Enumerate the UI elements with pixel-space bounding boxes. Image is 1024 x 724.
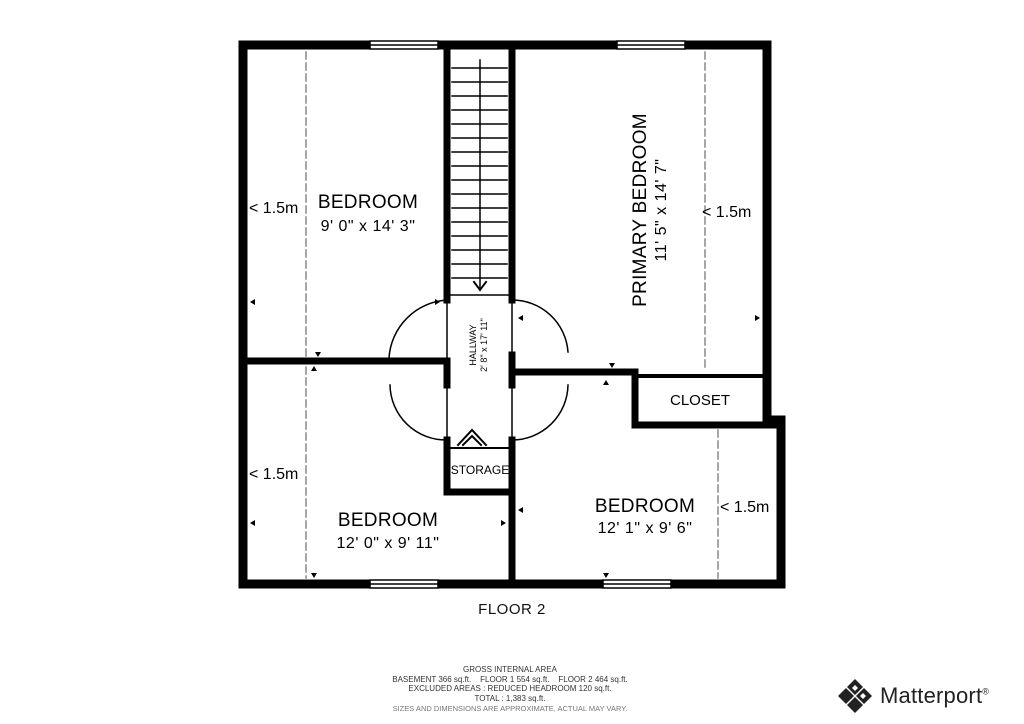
door-se: [511, 384, 569, 441]
matterport-logo-icon: [838, 679, 872, 713]
area-summary: GROSS INTERNAL AREA BASEMENT 366 sq.ft. …: [260, 665, 760, 714]
matterport-logo-text: Matterport®: [880, 683, 990, 708]
matterport-logo: Matterport®: [836, 677, 1016, 717]
headroom-label-sw: < 1.5m: [249, 466, 298, 483]
storage-door: [456, 428, 488, 447]
headroom-lines: [305, 51, 719, 579]
bedroom-nw-name: BEDROOM: [318, 192, 418, 213]
door-nw: [388, 299, 448, 363]
closet-walls: [631, 368, 785, 429]
primary-bedroom-dims: 11' 5" x 14' 7": [653, 159, 670, 262]
bedroom-nw-dims: 9' 0" x 14' 3": [321, 218, 416, 235]
area-line-total: TOTAL : 1,383 sq.ft.: [474, 693, 546, 703]
door-primary: [511, 299, 569, 356]
area-title: GROSS INTERNAL AREA: [463, 665, 557, 674]
bedroom-sw-dims: 12' 0" x 9' 11": [337, 535, 440, 552]
area-line-excluded: EXCLUDED AREAS : REDUCED HEADROOM 120 sq…: [408, 684, 612, 693]
hallway-name: HALLWAY: [468, 324, 478, 365]
storage-label: STORAGE: [451, 463, 509, 477]
windows: [369, 40, 686, 589]
closet-label: CLOSET: [670, 392, 730, 409]
bedroom-sw-name: BEDROOM: [338, 510, 438, 531]
headroom-label-nw: < 1.5m: [249, 200, 298, 217]
stairs: [446, 59, 513, 296]
area-line-floors: BASEMENT 366 sq.ft. FLOOR 1 554 sq.ft. F…: [392, 674, 628, 684]
bedroom-se-dims: 12' 1" x 9' 6": [598, 520, 693, 537]
primary-bedroom-name: PRIMARY BEDROOM: [630, 113, 651, 307]
bedroom-se-name: BEDROOM: [595, 496, 695, 517]
headroom-label-primary: < 1.5m: [702, 204, 751, 221]
outer-wall: [238, 40, 786, 589]
floor-label: FLOOR 2: [478, 601, 546, 618]
hallway-dims: 2' 8" x 17' 11": [479, 318, 489, 372]
door-sw: [389, 384, 448, 441]
dimension-markers: [250, 299, 760, 578]
headroom-label-se: < 1.5m: [720, 499, 769, 516]
area-disclaimer: SIZES AND DIMENSIONS ARE APPROXIMATE, AC…: [392, 704, 628, 713]
